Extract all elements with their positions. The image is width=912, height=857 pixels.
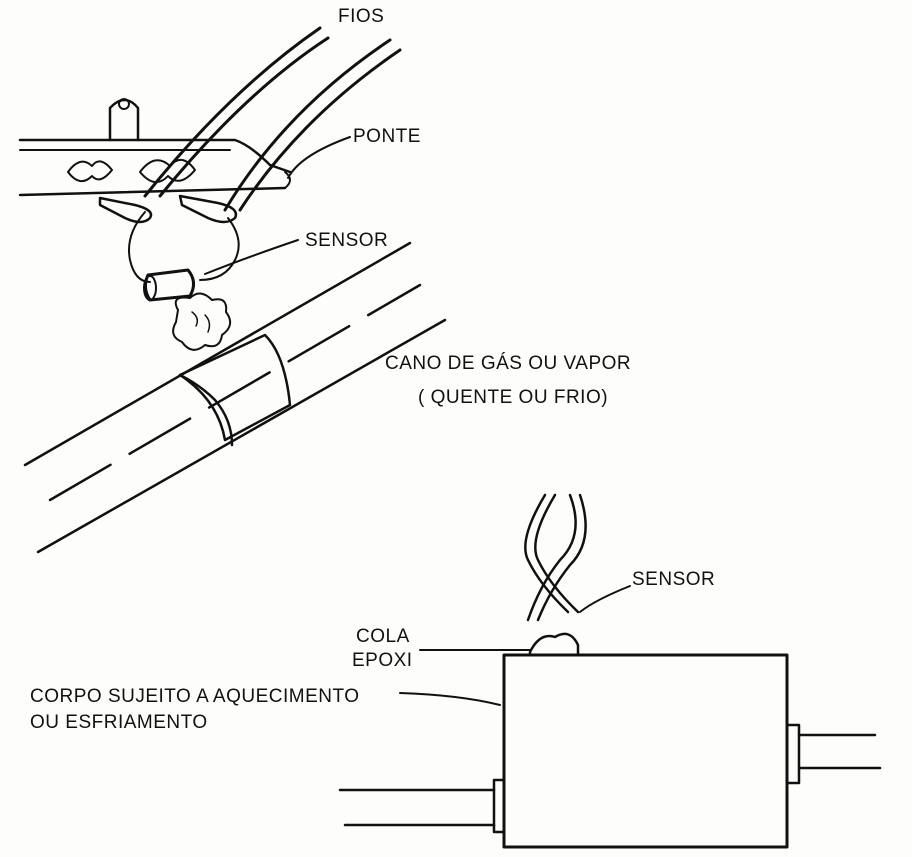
pipe (23, 241, 447, 554)
label-ponte: PONTE (353, 126, 421, 147)
label-corpo-line2: OU ESFRIAMENTO (30, 712, 208, 733)
screw-holes (67, 159, 196, 183)
label-cano-line2: ( QUENTE OU FRIO) (418, 387, 608, 408)
label-sensor-bottom: SENSOR (632, 569, 715, 590)
epoxy-blob-bottom (528, 632, 580, 657)
label-cano-line1: CANO DE GÁS OU VAPOR (385, 353, 631, 374)
label-fios: FIOS (338, 6, 384, 27)
label-sensor-top: SENSOR (305, 230, 388, 251)
leader-lines (204, 136, 631, 706)
terminal-lugs (98, 194, 238, 224)
heated-body (502, 653, 789, 849)
body-shaft-right (785, 723, 882, 785)
mounting-tab (108, 98, 140, 142)
bridge-bar (18, 138, 292, 197)
sensor-component (128, 211, 240, 302)
label-cola-line1: COLA (356, 626, 410, 647)
wires (143, 26, 402, 212)
body-shaft-left (338, 778, 506, 834)
pipe-clamp (178, 333, 292, 447)
label-corpo-line1: CORPO SUJEITO A AQUECIMENTO (30, 686, 360, 707)
twisted-wires (524, 493, 587, 622)
epoxy-blob-top (172, 292, 232, 351)
label-cola-line2: EPOXI (352, 650, 413, 671)
